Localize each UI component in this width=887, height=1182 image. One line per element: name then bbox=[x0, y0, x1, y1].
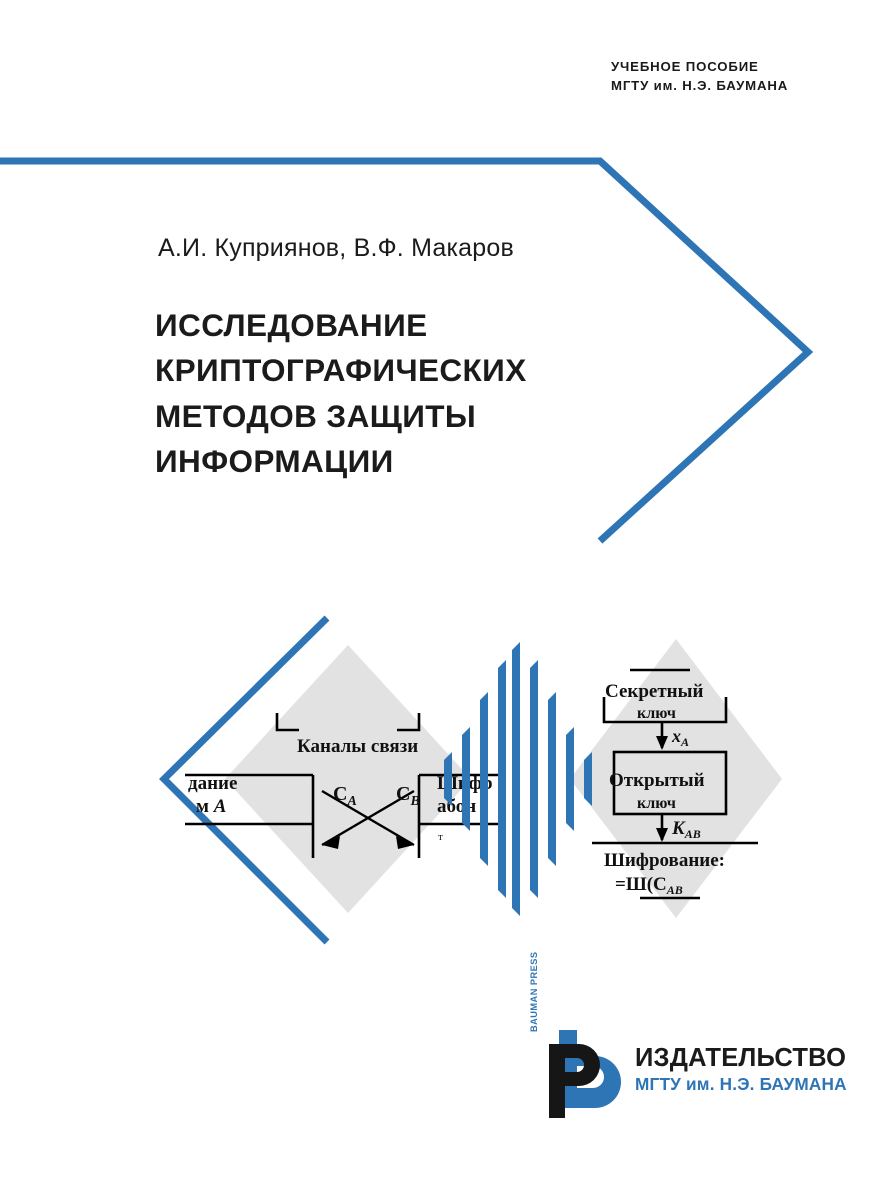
logo-vertical-text: BAUMAN PRESS bbox=[529, 951, 539, 1032]
secret-key-line2: ключ bbox=[637, 705, 676, 722]
title-line-1: ИССЛЕДОВАНИЕ bbox=[155, 307, 428, 343]
page-title: ИССЛЕДОВАНИЕ КРИПТОГРАФИЧЕСКИХ МЕТОДОВ З… bbox=[155, 303, 675, 484]
series-line-1: УЧЕБНОЕ ПОСОБИЕ bbox=[611, 59, 759, 74]
encryption-line1: Шифрование: bbox=[604, 850, 725, 871]
stripe-4 bbox=[498, 660, 506, 898]
stripe-6 bbox=[530, 660, 538, 898]
stripe-7 bbox=[548, 692, 556, 866]
left-diagram-lineart bbox=[185, 713, 500, 858]
series-header: УЧЕБНОЕ ПОСОБИЕ МГТУ им. Н.Э. БАУМАНА bbox=[611, 58, 871, 95]
stripe-8 bbox=[566, 727, 574, 831]
stripe-5 bbox=[512, 642, 520, 916]
public-key-line2: ключ bbox=[637, 795, 676, 812]
series-line-2: МГТУ им. Н.Э. БАУМАНА bbox=[611, 77, 789, 93]
encryption-line2: =Ш(CAB bbox=[615, 874, 683, 897]
title-line-3: МЕТОДОВ ЗАЩИТЫ bbox=[155, 397, 477, 434]
arrowhead-right bbox=[396, 836, 414, 849]
publisher-logo: BAUMAN PRESS ИЗДАТЕЛЬСТВО МГТУ им. Н.Э. … bbox=[527, 951, 847, 1122]
logo-wordmark: ИЗДАТЕЛЬСТВО МГТУ им. Н.Э. БАУМАНА bbox=[635, 1044, 847, 1094]
title-line-4: ИНФОРМАЦИИ bbox=[155, 443, 394, 480]
stripe-2 bbox=[462, 727, 470, 831]
left-diagram-block-b-line2: абон bbox=[437, 796, 476, 817]
stripe-3 bbox=[480, 692, 488, 866]
authors: А.И. Куприянов, В.Ф. Макаров bbox=[158, 234, 514, 262]
secret-key-line1: Секретный bbox=[605, 681, 703, 702]
logo-main-text: ИЗДАТЕЛЬСТВО bbox=[635, 1044, 847, 1072]
left-diagram-block-a-line1: дание bbox=[188, 773, 237, 794]
stripe-1 bbox=[444, 752, 452, 806]
arrowhead-down-1 bbox=[656, 736, 668, 750]
arrowhead-left bbox=[322, 836, 340, 849]
stripe-9 bbox=[584, 752, 592, 806]
logo-sub-text: МГТУ им. Н.Э. БАУМАНА bbox=[635, 1073, 847, 1094]
right-gray-diamond bbox=[570, 639, 782, 918]
left-diagram-caption: Каналы связи bbox=[297, 736, 418, 757]
title-line-2: КРИПТОГРАФИЧЕСКИХ bbox=[155, 352, 527, 389]
left-diagram-block-a-line2: м A bbox=[196, 796, 226, 817]
left-diagram-tick-label: т bbox=[438, 831, 443, 843]
arrowhead-down-2 bbox=[656, 828, 668, 842]
bauman-press-mark-icon bbox=[549, 1030, 621, 1118]
striped-diamond bbox=[444, 642, 592, 916]
left-gray-diamond bbox=[225, 645, 471, 913]
public-key-line1: Открытый bbox=[609, 770, 705, 791]
